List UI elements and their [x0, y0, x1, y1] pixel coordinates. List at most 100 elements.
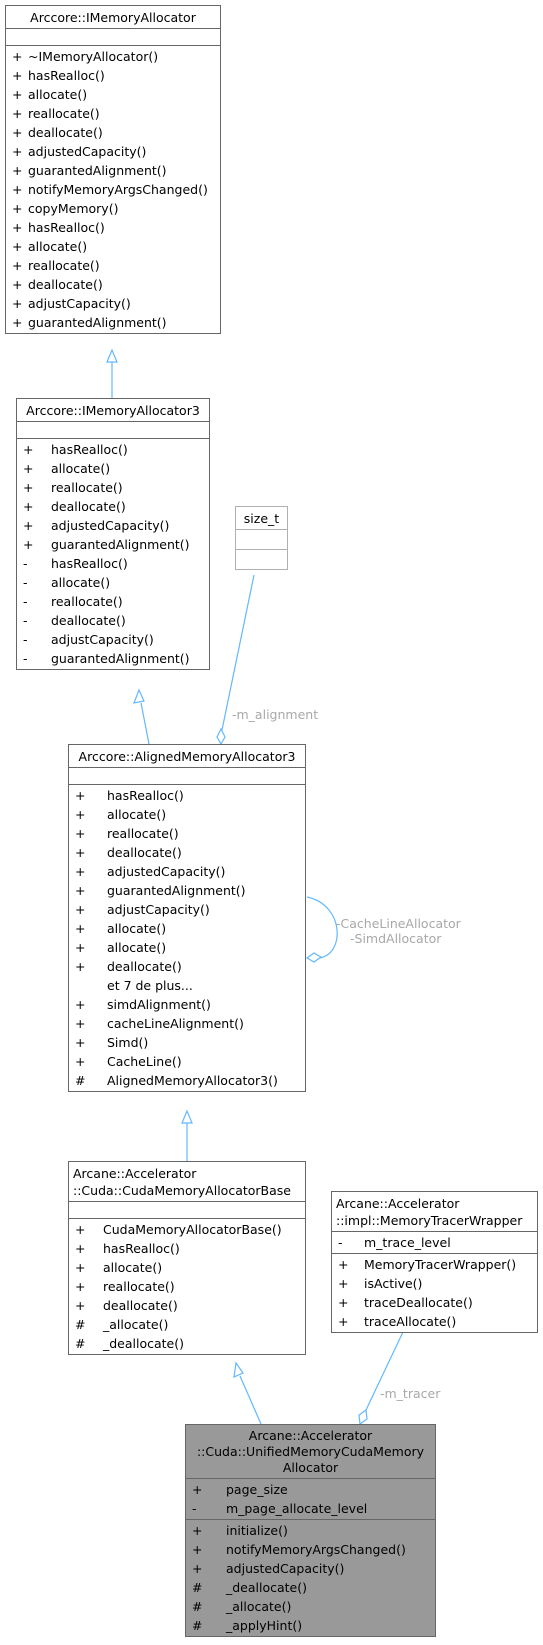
- class-title-line: ::impl::MemoryTracerWrapper: [336, 1213, 523, 1228]
- member-name: CacheLine(): [107, 1054, 182, 1069]
- class-member[interactable]: +adjustedCapacity(): [69, 862, 305, 881]
- class-member[interactable]: +reallocate(): [6, 256, 220, 275]
- class-member[interactable]: +traceDeallocate(): [332, 1293, 537, 1312]
- class-title-line: ::Cuda::UnifiedMemoryCudaMemory: [196, 1444, 425, 1459]
- visibility-marker: +: [75, 902, 86, 917]
- class-member[interactable]: -deallocate(): [17, 611, 209, 630]
- visibility-marker: +: [338, 1276, 349, 1291]
- visibility-marker: +: [192, 1482, 203, 1497]
- class-title: Arccore::IMemoryAllocator3: [17, 399, 209, 421]
- class-member[interactable]: +allocate(): [6, 237, 220, 256]
- class-member[interactable]: +hasRealloc(): [69, 786, 305, 805]
- class-member[interactable]: +notifyMemoryArgsChanged(): [6, 180, 220, 199]
- visibility-marker: +: [23, 499, 34, 514]
- class-alignedmemoryallocator3[interactable]: Arccore::AlignedMemoryAllocator3+hasReal…: [68, 744, 306, 1092]
- class-member[interactable]: +adjustCapacity(): [6, 294, 220, 313]
- class-attributes-section: [17, 421, 209, 438]
- class-member[interactable]: +notifyMemoryArgsChanged(): [186, 1540, 435, 1559]
- class-member[interactable]: +adjustedCapacity(): [186, 1559, 435, 1578]
- class-member[interactable]: +isActive(): [332, 1274, 537, 1293]
- class-member[interactable]: +guarantedAlignment(): [17, 535, 209, 554]
- class-member[interactable]: +guarantedAlignment(): [6, 161, 220, 180]
- class-member[interactable]: #_allocate(): [186, 1597, 435, 1616]
- visibility-marker: #: [192, 1580, 203, 1595]
- member-name: hasRealloc(): [107, 788, 184, 803]
- class-member[interactable]: -allocate(): [17, 573, 209, 592]
- class-member[interactable]: + initialize(): [186, 1521, 435, 1540]
- class-member[interactable]: #AlignedMemoryAllocator3(): [69, 1071, 305, 1090]
- class-member[interactable]: +allocate(): [69, 805, 305, 824]
- class-member[interactable]: #_applyHint(): [186, 1616, 435, 1635]
- visibility-marker: +: [75, 864, 86, 879]
- class-member[interactable]: -adjustCapacity(): [17, 630, 209, 649]
- class-member[interactable]: #_deallocate(): [186, 1578, 435, 1597]
- visibility-marker: +: [192, 1523, 203, 1538]
- class-title-line: Arccore::IMemoryAllocator: [30, 10, 196, 25]
- visibility-marker: +: [75, 997, 86, 1012]
- class-member[interactable]: +reallocate(): [17, 478, 209, 497]
- visibility-marker: +: [75, 883, 86, 898]
- class-cudamemoryallocatorbase[interactable]: Arcane::Accelerator::Cuda::CudaMemoryAll…: [68, 1161, 306, 1355]
- class-attribute[interactable]: -m_page_allocate_level: [186, 1499, 435, 1518]
- edge-self-assoc: [306, 896, 338, 959]
- class-member[interactable]: +MemoryTracerWrapper(): [332, 1255, 537, 1274]
- class-member[interactable]: +~IMemoryAllocator(): [6, 47, 220, 66]
- class-member[interactable]: +guarantedAlignment(): [69, 881, 305, 900]
- member-name: deallocate(): [107, 959, 182, 974]
- class-member[interactable]: +allocate(): [6, 85, 220, 104]
- class-member[interactable]: +adjustedCapacity(): [17, 516, 209, 535]
- class-member[interactable]: +deallocate(): [6, 123, 220, 142]
- visibility-marker: +: [12, 239, 23, 254]
- class-member[interactable]: +deallocate(): [6, 275, 220, 294]
- class-unifiedmemorycudamemoryallocator[interactable]: Arcane::Accelerator::Cuda::UnifiedMemory…: [185, 1424, 436, 1637]
- visibility-marker: +: [75, 959, 86, 974]
- class-size-t[interactable]: size_t: [235, 506, 288, 570]
- class-member[interactable]: -reallocate(): [17, 592, 209, 611]
- class-member[interactable]: +deallocate(): [69, 1296, 305, 1315]
- class-member[interactable]: +allocate(): [17, 459, 209, 478]
- class-imemoryallocator3[interactable]: Arccore::IMemoryAllocator3+hasRealloc()+…: [16, 398, 210, 670]
- class-member[interactable]: +deallocate(): [69, 843, 305, 862]
- visibility-marker: +: [75, 1035, 86, 1050]
- class-member[interactable]: +adjustCapacity(): [69, 900, 305, 919]
- class-member[interactable]: +reallocate(): [6, 104, 220, 123]
- class-member[interactable]: +copyMemory(): [6, 199, 220, 218]
- visibility-marker: +: [12, 125, 23, 140]
- class-member[interactable]: +allocate(): [69, 938, 305, 957]
- class-memorytracerwrapper[interactable]: Arcane::Accelerator::impl::MemoryTracerW…: [331, 1191, 538, 1333]
- edge-label-m-tracer: -m_tracer: [380, 1386, 441, 1401]
- class-member[interactable]: +CudaMemoryAllocatorBase(): [69, 1220, 305, 1239]
- class-member[interactable]: +CacheLine(): [69, 1052, 305, 1071]
- class-title: size_t: [236, 507, 287, 529]
- class-member[interactable]: +hasRealloc(): [17, 440, 209, 459]
- class-member[interactable]: +cacheLineAlignment(): [69, 1014, 305, 1033]
- class-member[interactable]: +Simd(): [69, 1033, 305, 1052]
- class-member[interactable]: #_allocate(): [69, 1315, 305, 1334]
- class-member[interactable]: et 7 de plus...: [69, 976, 305, 995]
- class-member[interactable]: +hasRealloc(): [69, 1239, 305, 1258]
- class-title-line: Arccore::AlignedMemoryAllocator3: [78, 749, 296, 764]
- class-member[interactable]: +traceAllocate(): [332, 1312, 537, 1331]
- class-imemoryallocator[interactable]: Arccore::IMemoryAllocator+~IMemoryAlloca…: [5, 5, 221, 334]
- class-member[interactable]: +adjustedCapacity(): [6, 142, 220, 161]
- class-member[interactable]: + deallocate(): [69, 957, 305, 976]
- class-member[interactable]: +allocate(): [69, 1258, 305, 1277]
- class-member[interactable]: +reallocate(): [69, 824, 305, 843]
- visibility-marker: +: [192, 1542, 203, 1557]
- member-name: initialize(): [226, 1523, 288, 1538]
- class-member[interactable]: +allocate(): [69, 919, 305, 938]
- class-member[interactable]: +hasRealloc(): [6, 218, 220, 237]
- edge-aggr-tracer: [365, 1331, 404, 1411]
- class-member[interactable]: -hasRealloc(): [17, 554, 209, 573]
- class-member[interactable]: +guarantedAlignment(): [6, 313, 220, 332]
- class-member[interactable]: #_deallocate(): [69, 1334, 305, 1353]
- class-attribute[interactable]: -m_trace_level: [332, 1233, 537, 1252]
- class-attribute[interactable]: +page_size: [186, 1480, 435, 1499]
- class-member[interactable]: +hasRealloc(): [6, 66, 220, 85]
- class-member[interactable]: +reallocate(): [69, 1277, 305, 1296]
- visibility-marker: +: [338, 1314, 349, 1329]
- visibility-marker: +: [75, 940, 86, 955]
- class-member[interactable]: +simdAlignment(): [69, 995, 305, 1014]
- class-member[interactable]: -guarantedAlignment(): [17, 649, 209, 668]
- class-member[interactable]: +deallocate(): [17, 497, 209, 516]
